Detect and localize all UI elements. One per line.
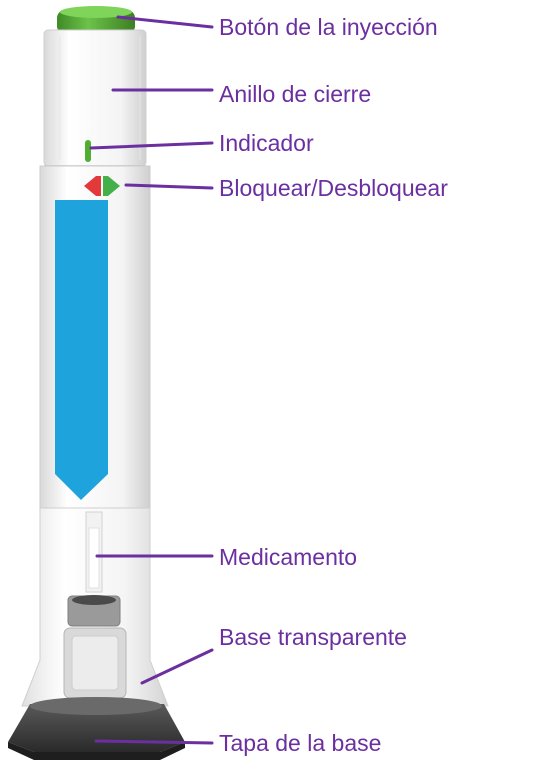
label-lock-unlock: Bloquear/Desbloquear [219, 175, 448, 201]
transparent-barrel [21, 507, 169, 707]
indicator-mark [85, 140, 91, 162]
lock-unlock-symbols [84, 176, 120, 196]
leader-lines [89, 15, 214, 745]
leader-line [89, 141, 214, 150]
leader-line [140, 648, 214, 685]
label-medication: Medicamento [219, 544, 358, 570]
leader-line [116, 15, 214, 29]
blue-window [55, 200, 108, 500]
leader-line [124, 183, 214, 190]
label-base-cap: Tapa de la base [219, 730, 382, 756]
label-locking-ring: Anillo de cierre [219, 81, 372, 107]
label-indicator: Indicador [219, 130, 314, 156]
injection-button-shape [57, 6, 135, 34]
base-cap-shape [8, 697, 185, 760]
label-injection-button: Botón de la inyección [219, 14, 438, 40]
label-transparent-base: Base transparente [219, 624, 407, 650]
leader-line [94, 739, 214, 745]
